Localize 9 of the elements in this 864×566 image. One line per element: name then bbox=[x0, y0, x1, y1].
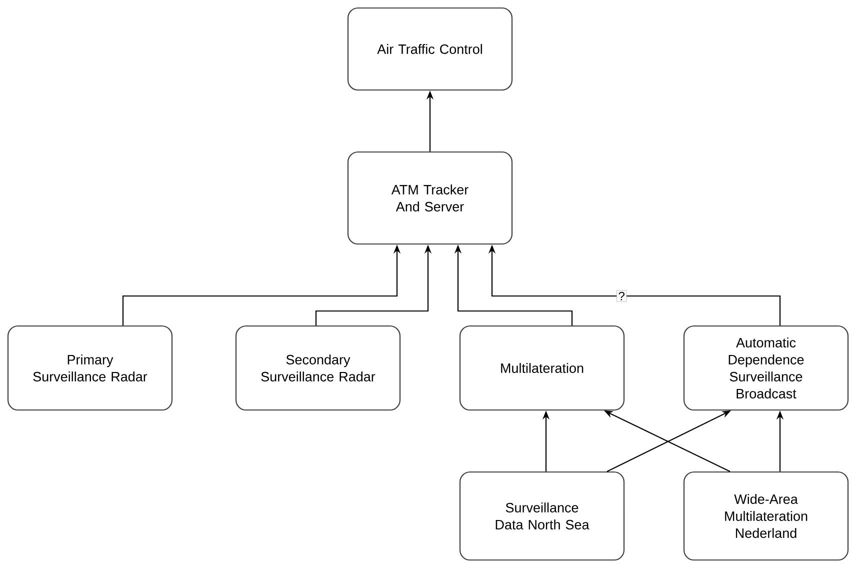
process-box: Multilateration bbox=[459, 325, 625, 411]
process-box: Wide-Area Multilateration Nederland bbox=[683, 471, 849, 561]
process-box: ATM Tracker And Server bbox=[347, 151, 513, 245]
process-box: Surveillance Data North Sea bbox=[459, 471, 625, 561]
process-box: Secondary Surveillance Radar bbox=[235, 325, 401, 411]
process-box: Primary Surveillance Radar bbox=[7, 325, 173, 411]
edge-label: ? bbox=[616, 290, 627, 302]
process-box: Automatic Dependence Surveillance Broadcast bbox=[683, 325, 849, 411]
process-box: Air Traffic Control bbox=[347, 7, 513, 91]
